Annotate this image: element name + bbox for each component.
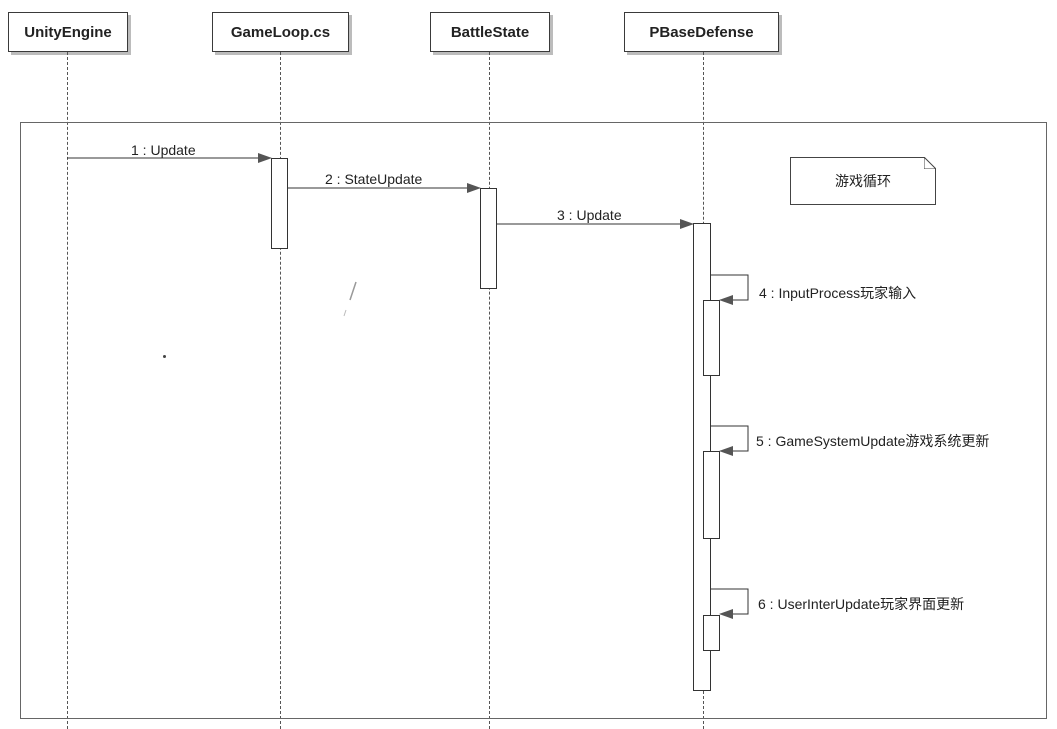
activation-battlestate: [480, 188, 497, 289]
note-game-loop: 游戏循环: [790, 157, 936, 205]
lifeline-unityengine: [67, 52, 68, 729]
message-label-4: 4 : InputProcess玩家输入: [759, 285, 917, 301]
note-fold-corner: [924, 157, 936, 169]
scan-speck: [163, 355, 166, 358]
loop-frame: [20, 122, 1047, 719]
message-label-3: 3 : Update: [557, 207, 622, 223]
message-arrow-6: [711, 588, 749, 619]
note-text: 游戏循环: [835, 174, 891, 190]
lifeline-header-gameloop: GameLoop.cs: [212, 12, 349, 52]
lifeline-header-pbasedefense: PBaseDefense: [624, 12, 779, 52]
lifeline-header-battlestate: BattleState: [430, 12, 550, 52]
activation-gameloop: [271, 158, 288, 249]
message-label-5: 5 : GameSystemUpdate游戏系统更新: [756, 433, 990, 449]
scan-smudge: [343, 281, 357, 317]
message-label-6: 6 : UserInterUpdate玩家界面更新: [758, 596, 965, 612]
message-arrow-4: [711, 274, 749, 305]
activation-pbasedefense-gamesystem: [703, 451, 720, 539]
lifeline-battlestate: [489, 52, 490, 729]
message-label-2: 2 : StateUpdate: [325, 171, 423, 187]
lifeline-header-unityengine: UnityEngine: [8, 12, 128, 52]
activation-pbasedefense-ui: [703, 615, 720, 651]
message-arrow-5: [711, 425, 749, 456]
message-label-1: 1 : Update: [131, 142, 196, 158]
activation-pbasedefense-input: [703, 300, 720, 376]
lifeline-gameloop: [280, 52, 281, 729]
